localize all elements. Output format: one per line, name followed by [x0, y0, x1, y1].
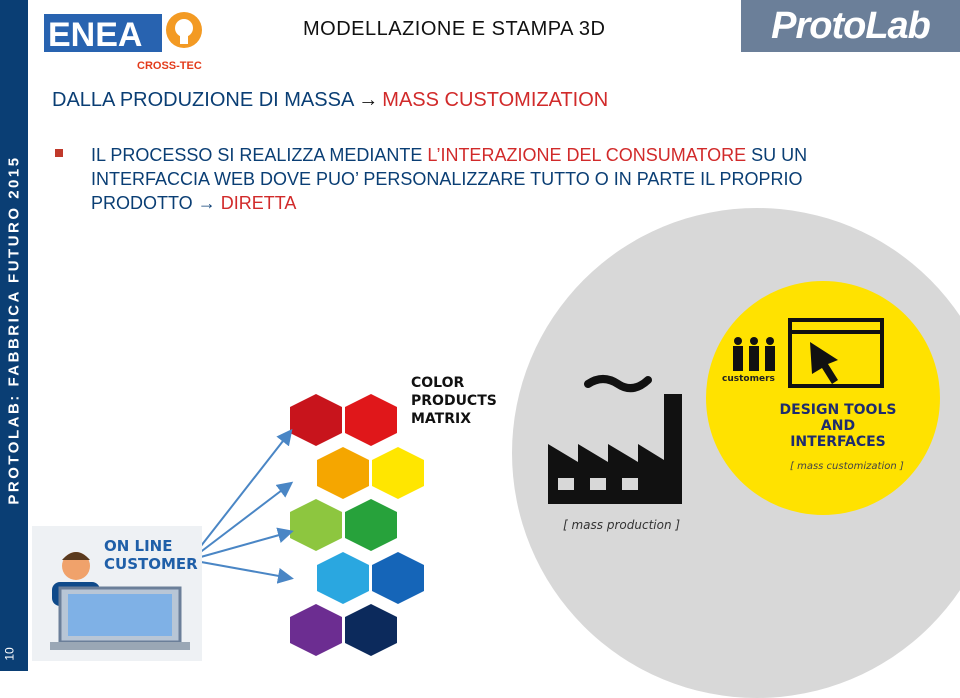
color-hex-9 — [290, 604, 342, 656]
page-title: MODELLAZIONE E STAMPA 3D — [303, 18, 606, 40]
protolab-logo: ProtoLab — [741, 0, 960, 52]
factory-icon — [548, 375, 682, 504]
color-products-matrix-label: COLOR PRODUCTS MATRIX — [411, 375, 497, 427]
connection-arrows — [189, 428, 294, 584]
online-customer-label: ON LINE CUSTOMER — [104, 537, 198, 573]
subtitle: DALLA PRODUZIONE DI MASSA→MASS CUSTOMIZA… — [52, 89, 608, 112]
cross-tec-label: CROSS-TEC — [137, 60, 202, 72]
arrow-icon: → — [358, 89, 379, 111]
sidebar-title: PROTOLAB: FABBRICA FUTURO 2015 — [5, 155, 23, 505]
design-tools-label: DESIGN TOOLS AND INTERFACES — [779, 402, 897, 450]
online-customer-illustration — [32, 526, 202, 661]
customers-icon — [733, 337, 775, 371]
color-hex-6 — [345, 499, 397, 551]
page-number: 10 — [2, 647, 17, 661]
color-hex-3 — [317, 447, 369, 499]
subtitle-right: MASS CUSTOMIZATION — [382, 89, 609, 111]
color-hex-8 — [372, 552, 424, 604]
sidebar: PROTOLAB: FABBRICA FUTURO 2015 10 — [0, 0, 28, 671]
bullet-text-highlight: L’INTERAZIONE DEL CONSUMATORE — [427, 145, 747, 165]
bullet-icon — [55, 149, 63, 157]
enea-logo: ENEA — [44, 12, 202, 54]
color-hex-10 — [345, 604, 397, 656]
color-hex-4 — [372, 447, 424, 499]
bullet-text-end: DIRETTA — [215, 193, 297, 213]
mass-customization-circle — [706, 281, 940, 515]
bullet-text: IL PROCESSO SI REALIZZA MEDIANTE L’INTER… — [91, 143, 905, 215]
subtitle-left: DALLA PRODUZIONE DI MASSA — [52, 89, 355, 111]
bullet-text-part3: SU UN INTERFACCIA WEB DOVE PUO’ PERSONAL… — [91, 145, 808, 213]
protolab-logo-text: ProtoLab — [771, 4, 931, 47]
color-hex-2 — [345, 394, 397, 446]
mass-customization-label: [ mass customization ] — [790, 461, 904, 472]
color-hex-7 — [317, 552, 369, 604]
svg-text:ENEA: ENEA — [48, 16, 142, 54]
bullet-item: IL PROCESSO SI REALIZZA MEDIANTE L’INTER… — [55, 143, 905, 215]
bullet-text-part1: IL PROCESSO SI REALIZZA MEDIANTE — [91, 145, 428, 165]
arrow-icon: → — [197, 193, 216, 213]
customers-label: customers — [722, 374, 775, 384]
browser-cursor-icon — [788, 318, 884, 388]
mass-production-label: [ mass production ] — [563, 518, 681, 532]
